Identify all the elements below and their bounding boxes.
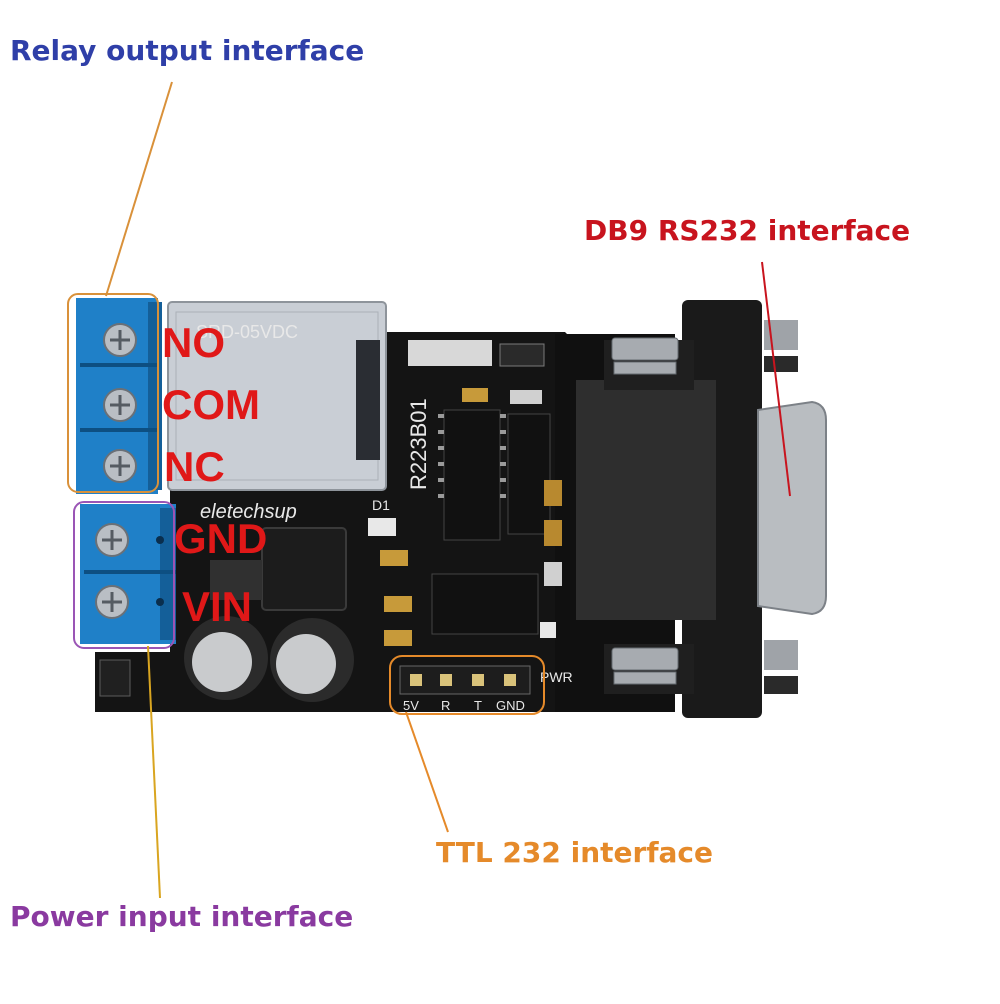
pin-label-com: COM [162, 381, 260, 428]
led-d1 [368, 518, 396, 536]
ttl-leader-line [405, 711, 449, 833]
ttl-callout-frame [389, 655, 545, 715]
header-5v-label: 5V [403, 698, 419, 713]
pin-label-gnd: GND [174, 515, 268, 562]
d1-silkscreen: D1 [372, 497, 390, 513]
capacitors [184, 616, 354, 702]
header-t-label: T [474, 698, 482, 713]
relay: SRD-05VDC [167, 301, 387, 491]
db9-leader-line [761, 261, 791, 497]
power-terminal-block [80, 504, 176, 644]
power-callout-frame [73, 501, 175, 649]
db9-connector [576, 300, 827, 718]
pin-label-nc: NC [164, 443, 225, 490]
power-input-callout: Power input interface [10, 900, 354, 933]
pin-label-no: NO [162, 319, 225, 366]
ic-chips [431, 409, 551, 635]
relay-output-callout: Relay output interface [10, 34, 365, 67]
relay-leader-line [105, 81, 173, 297]
relay-terminal-block [76, 298, 162, 494]
ttl-232-callout: TTL 232 interface [436, 836, 714, 869]
svg-text:SRD-05VDC: SRD-05VDC [196, 322, 298, 342]
ttl-header [399, 665, 531, 695]
header-gnd-label: GND [496, 698, 525, 713]
relay-callout-frame [67, 293, 159, 493]
brand-silkscreen: eletechsup [200, 501, 297, 523]
db9-rs232-callout: DB9 RS232 interface [584, 214, 911, 247]
pwr-silkscreen: PWR [540, 669, 573, 685]
regulator-chip [261, 527, 347, 611]
power-leader-line [147, 645, 161, 899]
header-r-label: R [441, 698, 450, 713]
smd-components [380, 340, 562, 646]
pin-label-vin: VIN [182, 583, 253, 630]
side-header [99, 659, 131, 697]
regulator-tab [210, 560, 262, 600]
board-id-silkscreen: R223B01 [406, 398, 431, 490]
